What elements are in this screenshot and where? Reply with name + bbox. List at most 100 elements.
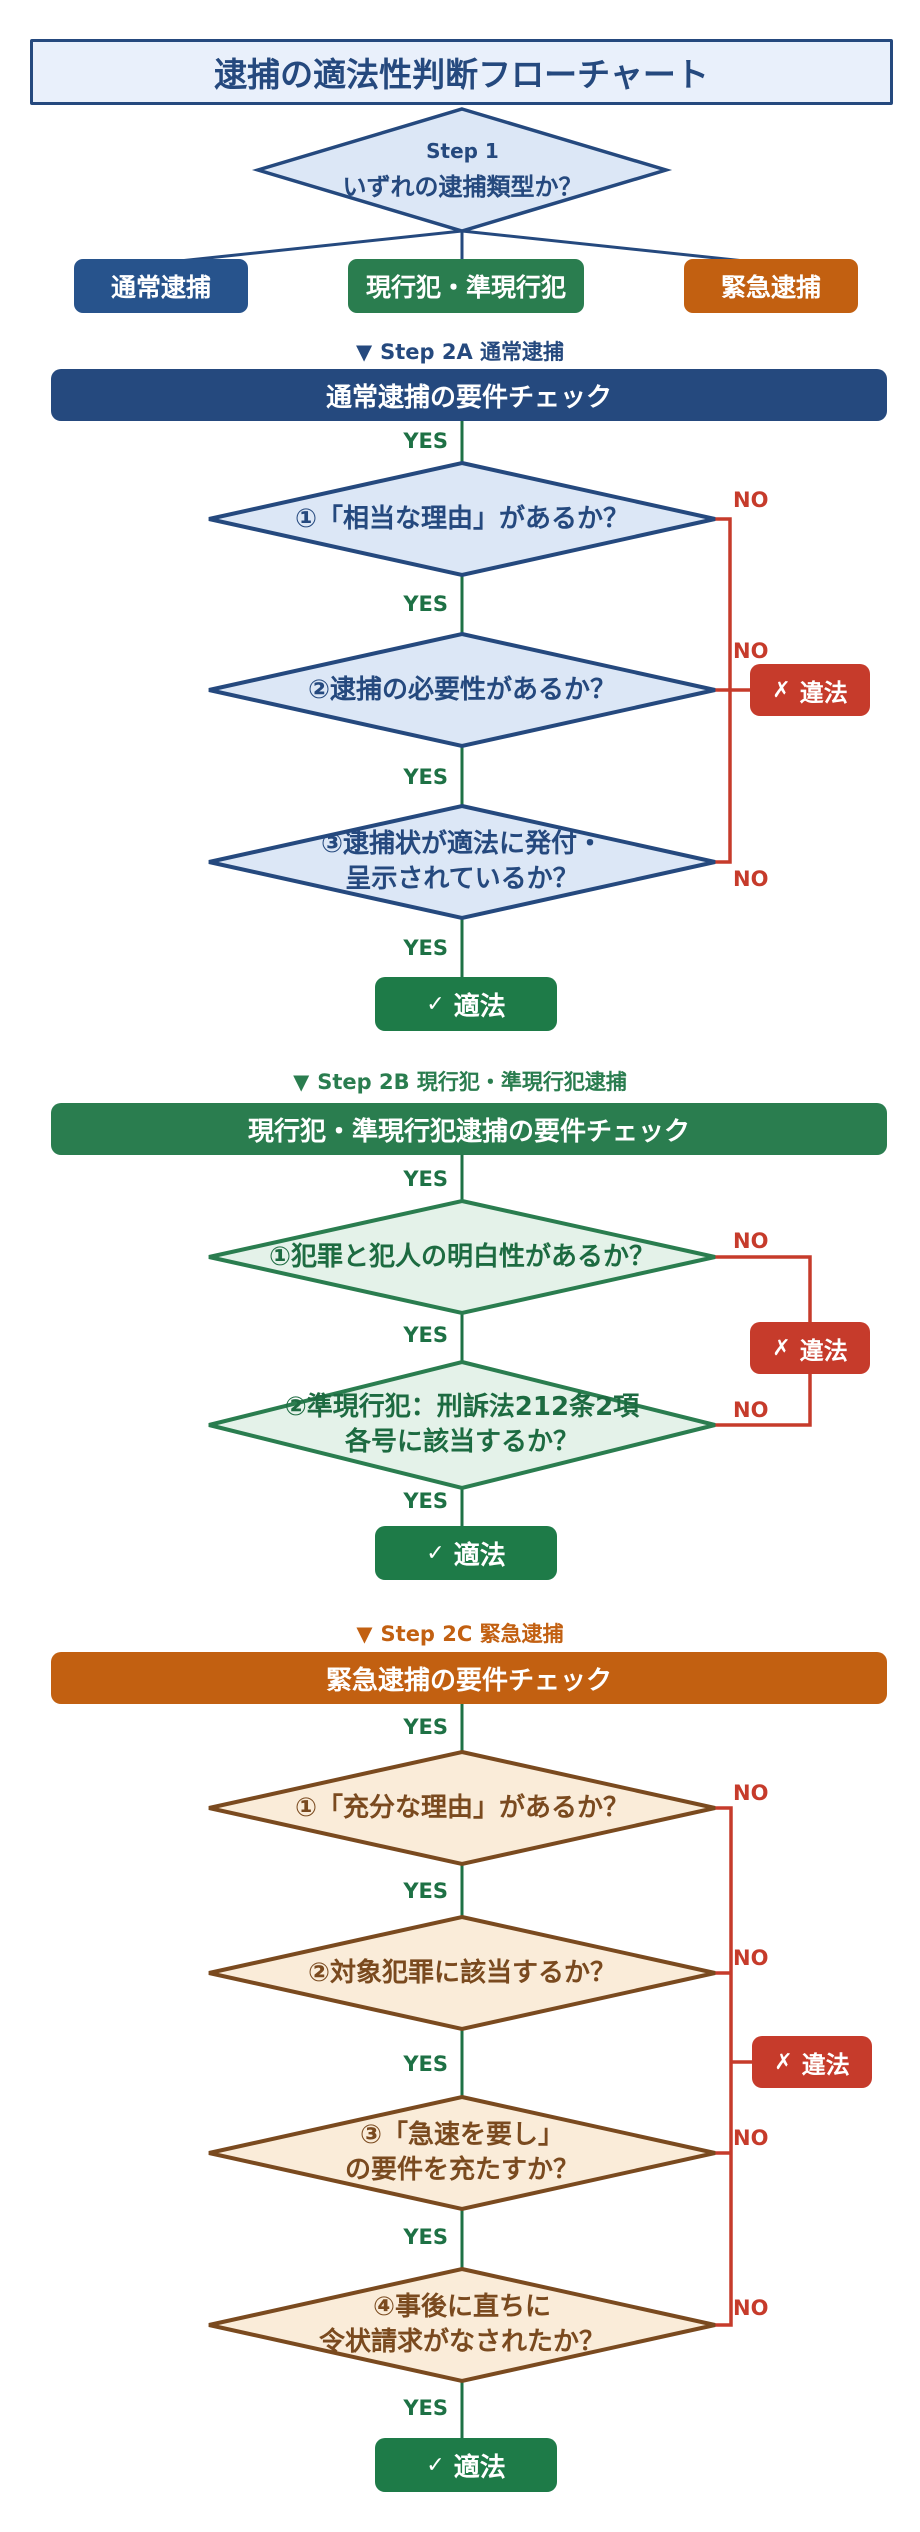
yes-label: YES [403,1323,448,1347]
page-title: 逮捕の適法性判断フローチャート [30,39,893,105]
section-2c-step-text: Step 2C 緊急逮捕 [380,1622,564,1646]
yes-label: YES [403,1879,448,1903]
no-label: NO [733,1781,769,1805]
illegal-label: 違法 [799,678,848,707]
no-trunk-2c [715,1806,733,2327]
cross-icon: ✗ [774,2049,793,2075]
question-line: ①「相当な理由」があるか？ [294,503,629,534]
step1-diamond-shape [251,107,673,233]
branch-label: 通常逮捕 [110,273,211,302]
triangle-down-icon: ▼ [355,340,373,364]
question-2b-1: ①犯罪と犯人の明白性があるか？ [209,1201,715,1313]
diamond-2c-q4-shape [208,2266,716,2384]
question-2a-2: ②逮捕の必要性があるか？ [209,634,715,746]
yes-label: YES [403,429,448,453]
question-line: ②対象犯罪に該当するか？ [307,1957,616,1988]
question-2c-1: ①「充分な理由」があるか？ [209,1752,715,1864]
cross-icon: ✗ [772,1335,791,1361]
step1-diamond: Step 1 いずれの逮捕類型か？ [258,109,667,231]
diamond-2b-q2-shape [208,1359,716,1491]
diamond-2c-q2-shape [208,1914,716,2032]
yes-label: YES [403,1167,448,1191]
step1-label: Step 1 [426,138,499,163]
check-icon: ✓ [426,1540,445,1566]
legal-result-2c: ✓ 適法 [375,2438,557,2492]
no-label: NO [733,488,769,512]
triangle-down-icon: ▼ [356,1622,373,1646]
legal-label: 適法 [453,2452,506,2483]
yes-label: YES [403,1489,448,1513]
illegal-label: 違法 [799,1336,848,1365]
branch-label: 緊急逮捕 [720,273,821,302]
illegal-result-2a: ✗ 違法 [750,664,870,716]
yes-label: YES [403,2052,448,2076]
question-line: ②準現行犯：刑訴法212条2項 [284,1392,640,1422]
check-icon: ✓ [426,2452,445,2478]
section-2b-step-text: Step 2B 現行犯・準現行犯逮捕 [317,1070,627,1094]
question-2a-1: ①「相当な理由」があるか？ [209,463,715,575]
no-label: NO [733,867,769,891]
section-2c-step-label: ▼ Step 2C 緊急逮捕 [0,1618,920,1648]
branch-line-right [461,229,755,264]
no-label: NO [733,639,769,663]
question-line: ③逮捕状が適法に発付・ [320,829,603,859]
section-2a-header: 通常逮捕の要件チェック [51,369,887,421]
section-2a-step-label: ▼ Step 2A 通常逮捕 [0,336,920,366]
triangle-down-icon: ▼ [293,1070,310,1094]
section-2a-step-text: Step 2A 通常逮捕 [380,340,565,364]
diamond-2a-q2-shape [208,631,716,749]
page-title-text: 逮捕の適法性判断フローチャート [214,55,709,94]
legal-result-2a: ✓ 適法 [375,977,557,1031]
step1-question: いずれの逮捕類型か？ [342,172,583,201]
question-line: 令状請求がなされたか？ [318,2327,605,2357]
question-2c-3: ③「急速を要し」 の要件を充たすか？ [209,2097,715,2209]
question-line: ③「急速を要し」 [359,2120,564,2150]
yes-label: YES [403,2396,448,2420]
question-line: ①犯罪と犯人の明白性があるか？ [268,1241,655,1272]
legal-label: 適法 [453,1540,506,1571]
yes-label: YES [403,765,448,789]
no-trunk-2b-top [715,1255,812,1324]
diamond-2a-q3-shape [208,803,716,921]
branch-line-left [169,229,463,264]
yes-label: YES [403,592,448,616]
illegal-label: 違法 [801,2050,850,2079]
yes-label: YES [403,2225,448,2249]
no-label: NO [733,2296,769,2320]
section-2c-header-text: 緊急逮捕の要件チェック [325,1665,612,1696]
question-2b-2: ②準現行犯：刑訴法212条2項 各号に該当するか？ [209,1362,715,1488]
section-2a-header-text: 通常逮捕の要件チェック [325,382,612,413]
diamond-2c-q1-shape [208,1749,716,1867]
cross-icon: ✗ [772,677,791,703]
branch-box-emergency-arrest: 緊急逮捕 [684,259,858,313]
no-trunk-2b-bottom [715,1373,812,1427]
section-2b-step-label: ▼ Step 2B 現行犯・準現行犯逮捕 [0,1066,920,1096]
check-icon: ✓ [426,991,445,1017]
question-2c-2: ②対象犯罪に該当するか？ [209,1917,715,2029]
question-line: ②逮捕の必要性があるか？ [307,674,616,705]
no-label: NO [733,1946,769,1970]
diamond-2b-q1-shape [208,1198,716,1316]
illegal-result-2c: ✗ 違法 [752,2036,872,2088]
no-label: NO [733,2126,769,2150]
illegal-result-2b: ✗ 違法 [750,1322,870,1374]
no-label: NO [733,1229,769,1253]
yes-label: YES [403,936,448,960]
diamond-2a-q1-shape [208,460,716,578]
section-2b-header-text: 現行犯・準現行犯逮捕の要件チェック [247,1116,690,1147]
legal-label: 適法 [453,991,506,1022]
question-2a-3: ③逮捕状が適法に発付・ 呈示されているか？ [209,806,715,918]
yes-label: YES [403,1715,448,1739]
branch-box-ordinary-arrest: 通常逮捕 [74,259,248,313]
no-label: NO [733,1398,769,1422]
section-2b-header: 現行犯・準現行犯逮捕の要件チェック [51,1103,887,1155]
question-line: 各号に該当するか？ [344,1427,579,1457]
branch-box-flagrant-arrest: 現行犯・準現行犯 [348,259,584,313]
question-line: ①「充分な理由」があるか？ [294,1792,629,1823]
branch-label: 現行犯・準現行犯 [365,273,566,302]
question-line: 呈示されているか？ [345,864,579,894]
legal-result-2b: ✓ 適法 [375,1526,557,1580]
diamond-2c-q3-shape [208,2094,716,2212]
